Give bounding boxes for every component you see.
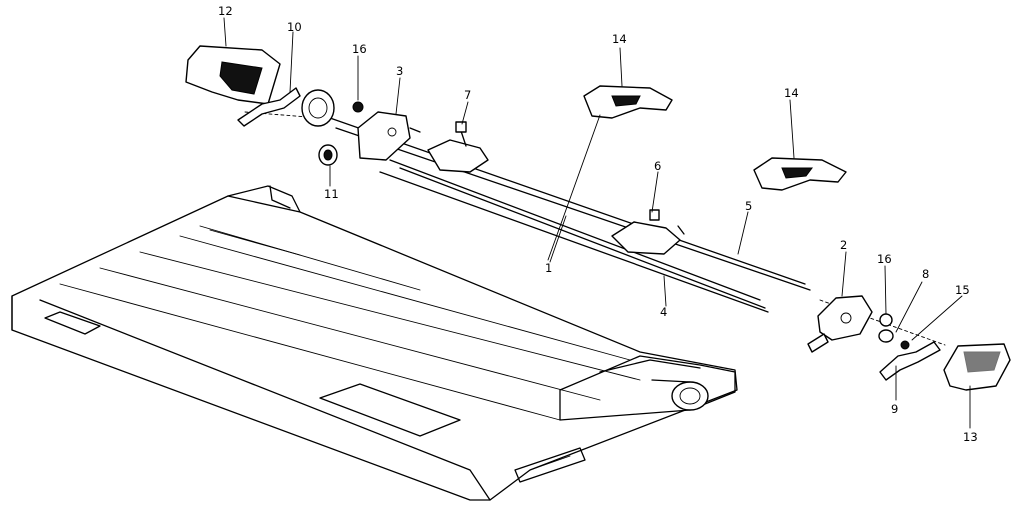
- callout-3: 3: [396, 64, 403, 78]
- right-lever-part-9: [879, 341, 941, 381]
- callout-13: 12: [218, 4, 233, 18]
- callout-14-lower: 14: [784, 86, 799, 100]
- callout-6: 6: [654, 159, 661, 173]
- ring-part-15: [900, 340, 910, 350]
- leader-lines: [223, 17, 971, 429]
- callout-16-right: 16: [877, 252, 892, 266]
- printer-base: [11, 185, 738, 501]
- collar-part-11: [318, 144, 338, 166]
- bracket-part-7: [427, 121, 489, 173]
- callout-4: 4: [660, 305, 667, 319]
- shafts: [244, 111, 946, 346]
- callout-labels: 12 10 16 3 7 14 14 11 6 5 1 2 16 8 15 4 …: [218, 4, 978, 444]
- callout-10: 10: [287, 20, 302, 34]
- right-cover-part-12: [943, 343, 1011, 391]
- left-lever-part-10: [237, 87, 301, 127]
- clip-part-14-lower: [753, 157, 847, 191]
- clip-part-14-upper: [583, 85, 673, 119]
- callout-5: 5: [745, 199, 752, 213]
- right-frame-part-2: [807, 295, 873, 353]
- callout-16-left: 16: [352, 42, 367, 56]
- bushing-right-part-16: [879, 313, 893, 327]
- callout-8: 8: [922, 267, 929, 281]
- callout-2: 2: [840, 238, 847, 252]
- callout-9: 9: [891, 402, 898, 416]
- left-frame-part-3: [357, 111, 421, 161]
- callout-11: 11: [324, 187, 339, 201]
- bushing-left-part-16: [352, 101, 364, 113]
- platen-knob: [671, 381, 709, 411]
- callout-7: 7: [464, 88, 471, 102]
- callout-1: 1: [545, 261, 552, 275]
- callout-15: 15: [955, 283, 970, 297]
- callout-14-upper: 14: [612, 32, 627, 46]
- bracket-part-6: [611, 209, 685, 255]
- washer-part-8: [878, 329, 894, 343]
- left-cover-part-13: [185, 45, 281, 105]
- callout-12: 13: [963, 430, 978, 444]
- left-gear: [301, 89, 335, 127]
